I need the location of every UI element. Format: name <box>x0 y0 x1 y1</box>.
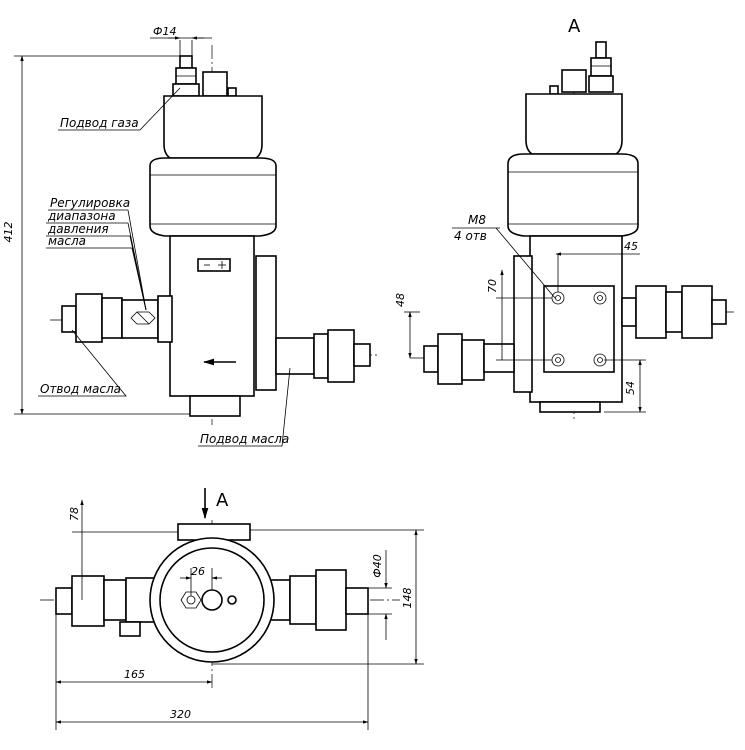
gas-fitting <box>172 55 237 97</box>
label-adjust-3: давления <box>47 222 109 236</box>
dim-320: 320 <box>170 708 191 721</box>
dim-54: 54 <box>624 381 637 395</box>
dim-70: 70 <box>486 279 499 293</box>
oil-outlet-fitting <box>61 293 173 343</box>
oil-inlet-fitting <box>275 329 371 383</box>
label-adjust-4: масла <box>48 234 86 248</box>
label-thread: М8 <box>468 213 486 227</box>
top-annotations: А 78 26 Ф40 148 165 320 <box>55 488 424 730</box>
label-oil-inlet: Подвод масла <box>200 432 289 446</box>
dim-78: 78 <box>68 507 81 521</box>
mounting-plate <box>543 285 615 373</box>
upper-cap <box>163 95 263 159</box>
front-view <box>50 45 380 425</box>
dim-412: 412 <box>2 222 15 243</box>
view-a-title: А <box>568 16 581 37</box>
top-view <box>40 520 400 690</box>
label-oil-outlet: Отвод масла <box>40 382 121 396</box>
dim-d14: Ф14 <box>153 25 176 38</box>
diaphragm-housing <box>149 157 277 237</box>
label-adjust-2: диапазона <box>47 209 116 223</box>
label-holes: 4 отв <box>454 229 487 243</box>
dim-26: 26 <box>191 565 205 578</box>
label-adjust-1: Регулировка <box>50 196 130 210</box>
label-gas-inlet: Подвод газа <box>60 116 139 130</box>
dim-45: 45 <box>624 240 638 253</box>
dim-148: 148 <box>401 588 414 609</box>
side-view-a: А <box>410 16 735 420</box>
side-annotations: М8 4 отв 45 70 48 54 <box>394 213 646 413</box>
arrow-a-label: А <box>216 490 229 511</box>
body-circle <box>149 537 275 663</box>
dim-48: 48 <box>394 293 407 307</box>
dim-165: 165 <box>124 668 145 681</box>
front-annotations: 412 Ф14 Подвод газа Регулировка диапазон… <box>2 25 291 447</box>
dim-d40: Ф40 <box>371 554 384 577</box>
